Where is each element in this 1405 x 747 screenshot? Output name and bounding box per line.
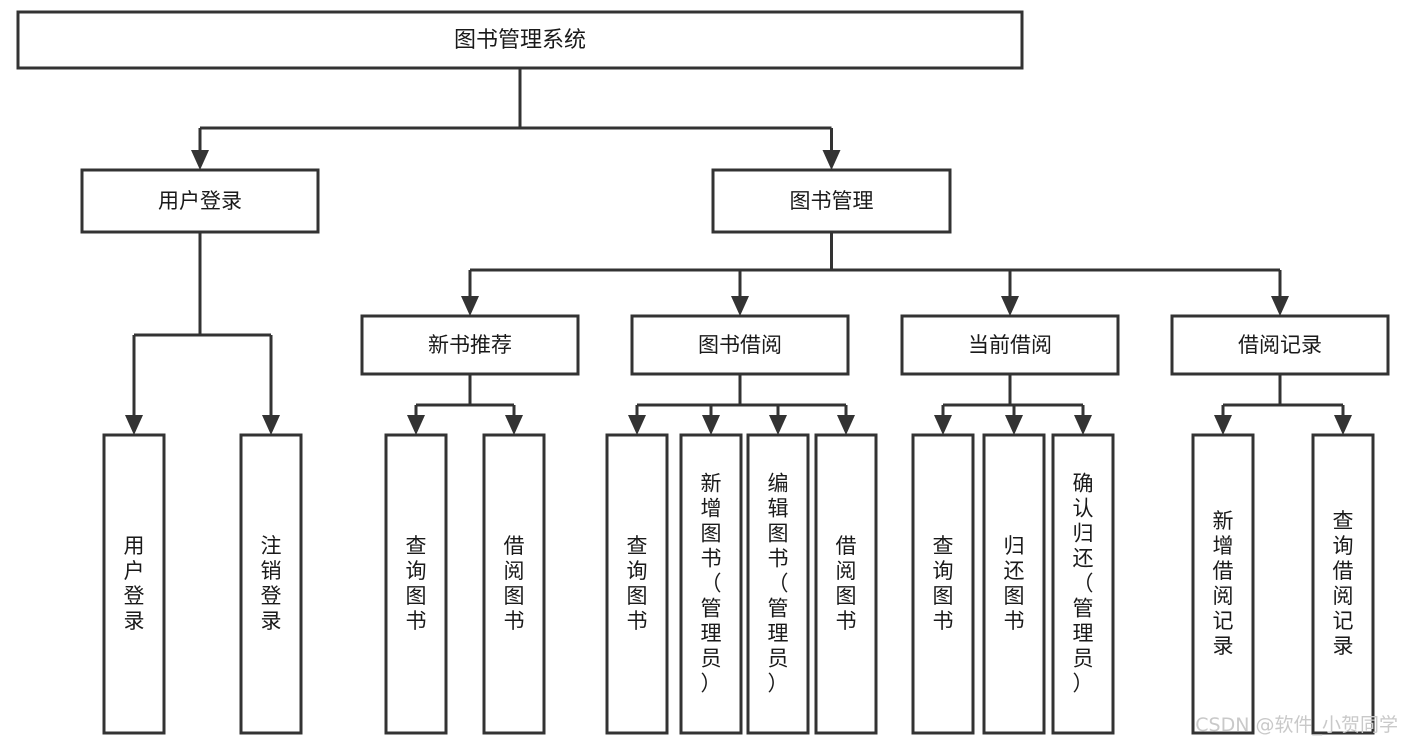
arrow-head-icon bbox=[125, 415, 143, 435]
leaf-node-11-label: 确认归还（管理员） bbox=[1073, 472, 1094, 696]
leaf-node-4[interactable]: 借阅图书 bbox=[482, 433, 546, 735]
arrow-head-icon bbox=[628, 415, 646, 435]
arrow-head-icon bbox=[934, 415, 952, 435]
level3-node-2-rect[interactable] bbox=[630, 314, 850, 376]
arrow-head-icon bbox=[461, 296, 479, 316]
watermark-layer: CSDN @软件_小贺同学 bbox=[1195, 714, 1398, 736]
level3-node-2-label: 图书借阅 bbox=[698, 333, 782, 357]
arrow-head-icon bbox=[1334, 415, 1352, 435]
leaf-node-7-label: 编辑图书（管理员） bbox=[768, 472, 789, 696]
level3-node-4[interactable]: 借阅记录 bbox=[1170, 314, 1390, 376]
level2-node-1-label: 用户登录 bbox=[158, 189, 242, 213]
level2-node-1[interactable]: 用户登录 bbox=[80, 168, 320, 234]
root-node-book-management-system-label: 图书管理系统 bbox=[454, 28, 586, 53]
leaf-node-13-rect[interactable] bbox=[1311, 433, 1375, 735]
leaf-node-10-label: 归还图书 bbox=[1004, 534, 1025, 633]
level2-node-2[interactable]: 图书管理 bbox=[711, 168, 952, 234]
leaf-node-12-rect[interactable] bbox=[1191, 433, 1255, 735]
leaf-node-6[interactable]: 新增图书（管理员） bbox=[679, 433, 743, 735]
level2-node-1-rect[interactable] bbox=[80, 168, 320, 234]
leaf-node-7-rect[interactable] bbox=[746, 433, 810, 735]
leaf-node-2[interactable]: 注销登录 bbox=[239, 433, 303, 735]
leaf-node-3-label: 查询图书 bbox=[406, 534, 427, 633]
csdn-watermark: CSDN @软件_小贺同学 bbox=[1195, 714, 1398, 736]
arrow-head-icon bbox=[1214, 415, 1232, 435]
leaf-node-1-rect[interactable] bbox=[102, 433, 166, 735]
leaf-node-7[interactable]: 编辑图书（管理员） bbox=[746, 433, 810, 735]
arrow-head-icon bbox=[822, 150, 841, 170]
arrow-head-icon bbox=[262, 415, 280, 435]
leaf-node-10-rect[interactable] bbox=[982, 433, 1046, 735]
level2-node-2-rect[interactable] bbox=[711, 168, 952, 234]
leaf-node-8-rect[interactable] bbox=[814, 433, 878, 735]
root-node-book-management-system[interactable]: 图书管理系统 bbox=[16, 10, 1024, 70]
leaf-node-2-label: 注销登录 bbox=[261, 534, 282, 633]
arrow-head-icon bbox=[702, 415, 720, 435]
leaf-node-9[interactable]: 查询图书 bbox=[911, 433, 975, 735]
leaf-node-1[interactable]: 用户登录 bbox=[102, 433, 166, 735]
leaf-node-5-rect[interactable] bbox=[605, 433, 669, 735]
arrow-head-icon bbox=[1271, 296, 1289, 316]
arrow-head-icon bbox=[191, 150, 209, 170]
level3-node-1-label: 新书推荐 bbox=[428, 333, 512, 357]
level3-node-2[interactable]: 图书借阅 bbox=[630, 314, 850, 376]
level3-node-3-label: 当前借阅 bbox=[968, 333, 1052, 357]
leaf-node-4-rect[interactable] bbox=[482, 433, 546, 735]
level3-node-3-rect[interactable] bbox=[900, 314, 1120, 376]
level3-node-4-label: 借阅记录 bbox=[1238, 333, 1322, 357]
leaf-node-8[interactable]: 借阅图书 bbox=[814, 433, 878, 735]
level3-node-1-rect[interactable] bbox=[360, 314, 580, 376]
leaf-node-3[interactable]: 查询图书 bbox=[384, 433, 448, 735]
leaf-node-12-label: 新增借阅记录 bbox=[1213, 509, 1234, 658]
leaf-node-12[interactable]: 新增借阅记录 bbox=[1191, 433, 1255, 735]
leaf-node-13-label: 查询借阅记录 bbox=[1333, 509, 1354, 658]
leaf-node-6-rect[interactable] bbox=[679, 433, 743, 735]
node-layer: 图书管理系统用户登录图书管理新书推荐图书借阅当前借阅借阅记录用户登录注销登录查询… bbox=[16, 10, 1390, 735]
arrow-head-icon bbox=[769, 415, 787, 435]
leaf-node-1-label: 用户登录 bbox=[124, 534, 145, 633]
leaf-node-6-label: 新增图书（管理员） bbox=[701, 472, 722, 696]
leaf-node-10[interactable]: 归还图书 bbox=[982, 433, 1046, 735]
arrow-head-icon bbox=[1005, 415, 1023, 435]
arrow-head-icon bbox=[731, 296, 749, 316]
arrow-head-icon bbox=[407, 415, 425, 435]
root-node-book-management-system-rect[interactable] bbox=[16, 10, 1024, 70]
leaf-node-11-rect[interactable] bbox=[1051, 433, 1115, 735]
level3-node-3[interactable]: 当前借阅 bbox=[900, 314, 1120, 376]
connector-layer bbox=[125, 68, 1352, 435]
leaf-node-8-label: 借阅图书 bbox=[836, 534, 857, 633]
level3-node-4-rect[interactable] bbox=[1170, 314, 1390, 376]
leaf-node-4-label: 借阅图书 bbox=[504, 534, 525, 633]
leaf-node-2-rect[interactable] bbox=[239, 433, 303, 735]
leaf-node-5-label: 查询图书 bbox=[627, 534, 648, 633]
leaf-node-13[interactable]: 查询借阅记录 bbox=[1311, 433, 1375, 735]
arrow-head-icon bbox=[1001, 296, 1019, 316]
level3-node-1[interactable]: 新书推荐 bbox=[360, 314, 580, 376]
arrow-head-icon bbox=[505, 415, 523, 435]
leaf-node-9-rect[interactable] bbox=[911, 433, 975, 735]
leaf-node-3-rect[interactable] bbox=[384, 433, 448, 735]
level2-node-2-label: 图书管理 bbox=[790, 189, 874, 213]
arrow-head-icon bbox=[1074, 415, 1092, 435]
arrow-head-icon bbox=[837, 415, 855, 435]
leaf-node-11[interactable]: 确认归还（管理员） bbox=[1051, 433, 1115, 735]
leaf-node-9-label: 查询图书 bbox=[933, 534, 954, 633]
leaf-node-5[interactable]: 查询图书 bbox=[605, 433, 669, 735]
